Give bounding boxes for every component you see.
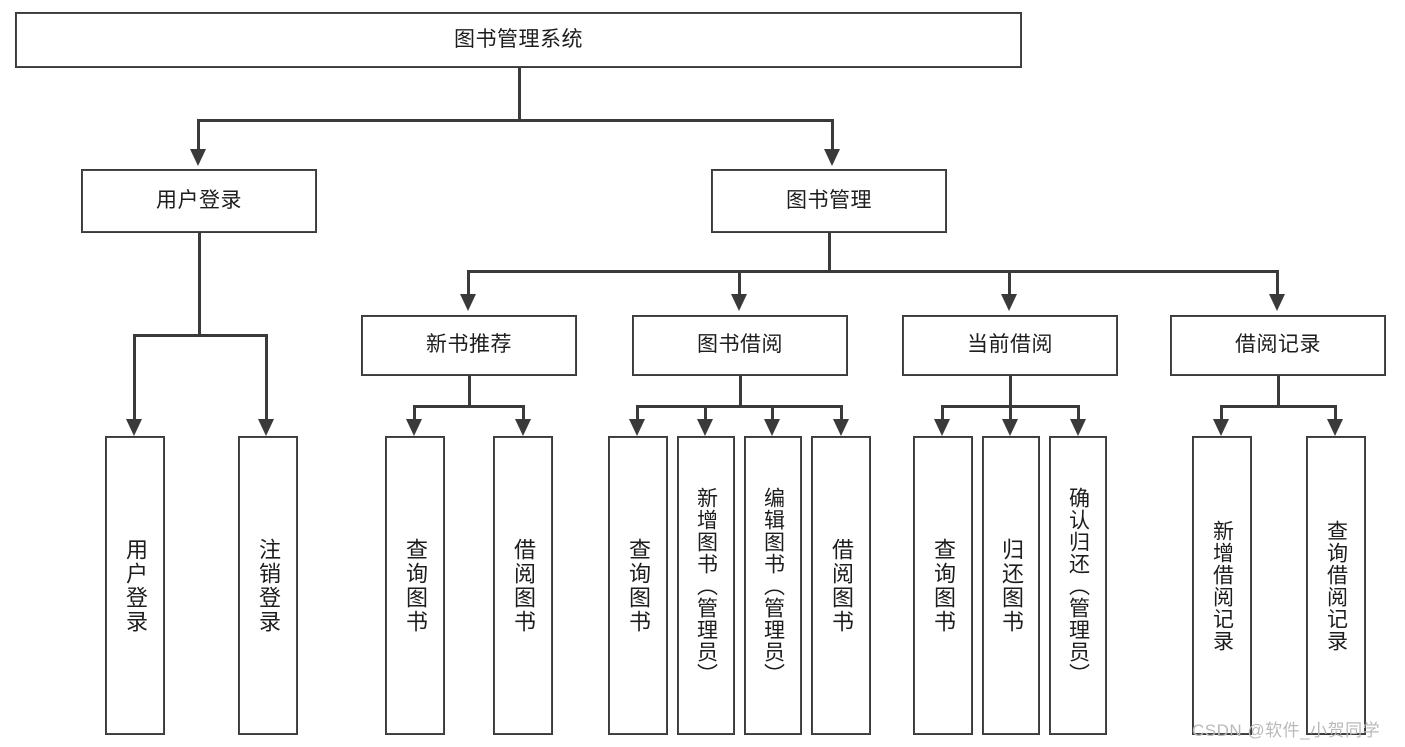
leaf-current-borrow-2[interactable]: 确认归还（管理员） bbox=[1049, 436, 1107, 735]
arrow-borrow-to-leaf-0 bbox=[629, 419, 645, 436]
leaf-borrow-record-0[interactable]: 新增借阅记录 bbox=[1192, 436, 1252, 735]
leaf-user-login-1[interactable]: 注销登录 bbox=[238, 436, 298, 735]
arrow-borrow-to-leaf-2 bbox=[764, 419, 780, 436]
edge-current-stem bbox=[1009, 376, 1012, 407]
leaf-user-login-0[interactable]: 用户登录 bbox=[105, 436, 165, 735]
node-label: 编辑图书（管理员） bbox=[761, 486, 785, 685]
node-label: 图书借阅 bbox=[697, 333, 783, 357]
arrow-bookmgmt-to-l3-2 bbox=[1001, 294, 1017, 311]
node-label: 用户登录 bbox=[123, 537, 148, 634]
edge-bookmgmt-stem bbox=[828, 233, 831, 272]
edge-recommend-bus bbox=[413, 405, 525, 408]
node-user-login[interactable]: 用户登录 bbox=[81, 169, 317, 233]
arrow-login-to-leaf-0 bbox=[126, 419, 142, 436]
edge-root-bus bbox=[197, 119, 834, 122]
edge-login-stem bbox=[198, 233, 201, 336]
arrow-record-to-leaf-1 bbox=[1327, 419, 1343, 436]
arrow-recommend-to-leaf-0 bbox=[406, 419, 422, 436]
node-label: 图书管理 bbox=[786, 188, 872, 212]
node-book-borrow[interactable]: 图书借阅 bbox=[632, 315, 848, 376]
node-label: 归还图书 bbox=[999, 537, 1024, 634]
leaf-current-borrow-1[interactable]: 归还图书 bbox=[982, 436, 1040, 735]
leaf-new-book-recommend-0[interactable]: 查询图书 bbox=[385, 436, 445, 735]
node-book-management[interactable]: 图书管理 bbox=[711, 169, 947, 233]
edge-current-to-leaf-0 bbox=[941, 405, 944, 419]
node-label: 查询图书 bbox=[931, 537, 956, 634]
edge-recommend-stem bbox=[468, 376, 471, 407]
edge-borrow-to-leaf-0 bbox=[636, 405, 639, 419]
csdn-watermark: CSDN @软件_小贺同学 bbox=[1192, 721, 1381, 740]
arrow-current-to-leaf-1 bbox=[1002, 419, 1018, 436]
node-label: 用户登录 bbox=[156, 188, 242, 212]
leaf-book-borrow-3[interactable]: 借阅图书 bbox=[811, 436, 871, 735]
node-root-system[interactable]: 图书管理系统 bbox=[15, 12, 1022, 68]
arrow-current-to-leaf-0 bbox=[934, 419, 950, 436]
edge-borrow-to-leaf-2 bbox=[771, 405, 774, 419]
node-label: 新增图书（管理员） bbox=[694, 486, 718, 685]
arrow-login-to-leaf-1 bbox=[258, 419, 274, 436]
node-label: 借阅图书 bbox=[511, 537, 536, 634]
node-label: 当前借阅 bbox=[967, 333, 1053, 357]
node-label: 查询图书 bbox=[626, 537, 651, 634]
arrow-bookmgmt-to-l3-0 bbox=[460, 294, 476, 311]
edge-bookmgmt-to-l3-2 bbox=[1008, 270, 1011, 294]
leaf-book-borrow-0[interactable]: 查询图书 bbox=[608, 436, 668, 735]
arrow-root-to-bookmgmt bbox=[824, 149, 840, 166]
edge-record-to-leaf-1 bbox=[1334, 405, 1337, 419]
edge-root-to-login bbox=[197, 119, 200, 149]
edge-recommend-to-leaf-0 bbox=[413, 405, 416, 419]
edge-recommend-to-leaf-1 bbox=[522, 405, 525, 419]
arrow-current-to-leaf-2 bbox=[1070, 419, 1086, 436]
edge-login-to-leaf-1 bbox=[265, 334, 268, 419]
arrow-recommend-to-leaf-1 bbox=[515, 419, 531, 436]
arrow-borrow-to-leaf-3 bbox=[833, 419, 849, 436]
edge-borrow-stem bbox=[739, 376, 742, 407]
edge-bookmgmt-bus bbox=[467, 270, 1279, 273]
arrow-borrow-to-leaf-1 bbox=[697, 419, 713, 436]
node-label: 图书管理系统 bbox=[454, 27, 583, 51]
node-borrow-record[interactable]: 借阅记录 bbox=[1170, 315, 1386, 376]
edge-root-stem bbox=[518, 68, 521, 120]
edge-root-to-bookmgmt bbox=[831, 119, 834, 149]
edge-record-stem bbox=[1277, 376, 1280, 407]
node-current-borrow[interactable]: 当前借阅 bbox=[902, 315, 1118, 376]
edge-borrow-to-leaf-1 bbox=[704, 405, 707, 419]
node-label: 新增借阅记录 bbox=[1210, 519, 1234, 652]
node-label: 确认归还（管理员） bbox=[1066, 486, 1090, 685]
edge-borrow-to-leaf-3 bbox=[840, 405, 843, 419]
edge-record-to-leaf-0 bbox=[1220, 405, 1223, 419]
edge-borrow-bus bbox=[636, 405, 843, 408]
edge-login-bus bbox=[133, 334, 268, 337]
node-new-book-recommend[interactable]: 新书推荐 bbox=[361, 315, 577, 376]
arrow-record-to-leaf-0 bbox=[1213, 419, 1229, 436]
arrow-bookmgmt-to-l3-1 bbox=[731, 294, 747, 311]
leaf-book-borrow-1[interactable]: 新增图书（管理员） bbox=[677, 436, 735, 735]
edge-current-to-leaf-2 bbox=[1077, 405, 1080, 419]
arrow-bookmgmt-to-l3-3 bbox=[1269, 294, 1285, 311]
node-label: 借阅图书 bbox=[829, 537, 854, 634]
leaf-book-borrow-2[interactable]: 编辑图书（管理员） bbox=[744, 436, 802, 735]
edge-current-to-leaf-1 bbox=[1009, 405, 1012, 419]
leaf-new-book-recommend-1[interactable]: 借阅图书 bbox=[493, 436, 553, 735]
leaf-borrow-record-1[interactable]: 查询借阅记录 bbox=[1306, 436, 1366, 735]
edge-record-bus bbox=[1220, 405, 1337, 408]
node-label: 查询图书 bbox=[403, 537, 428, 634]
edge-bookmgmt-to-l3-1 bbox=[738, 270, 741, 294]
edge-bookmgmt-to-l3-0 bbox=[467, 270, 470, 294]
edge-bookmgmt-to-l3-3 bbox=[1276, 270, 1279, 294]
node-label: 查询借阅记录 bbox=[1324, 519, 1348, 652]
leaf-current-borrow-0[interactable]: 查询图书 bbox=[913, 436, 973, 735]
node-label: 新书推荐 bbox=[426, 333, 512, 357]
arrow-root-to-login bbox=[190, 149, 206, 166]
node-label: 借阅记录 bbox=[1235, 333, 1321, 357]
node-label: 注销登录 bbox=[256, 537, 281, 634]
edge-login-to-leaf-0 bbox=[133, 334, 136, 419]
